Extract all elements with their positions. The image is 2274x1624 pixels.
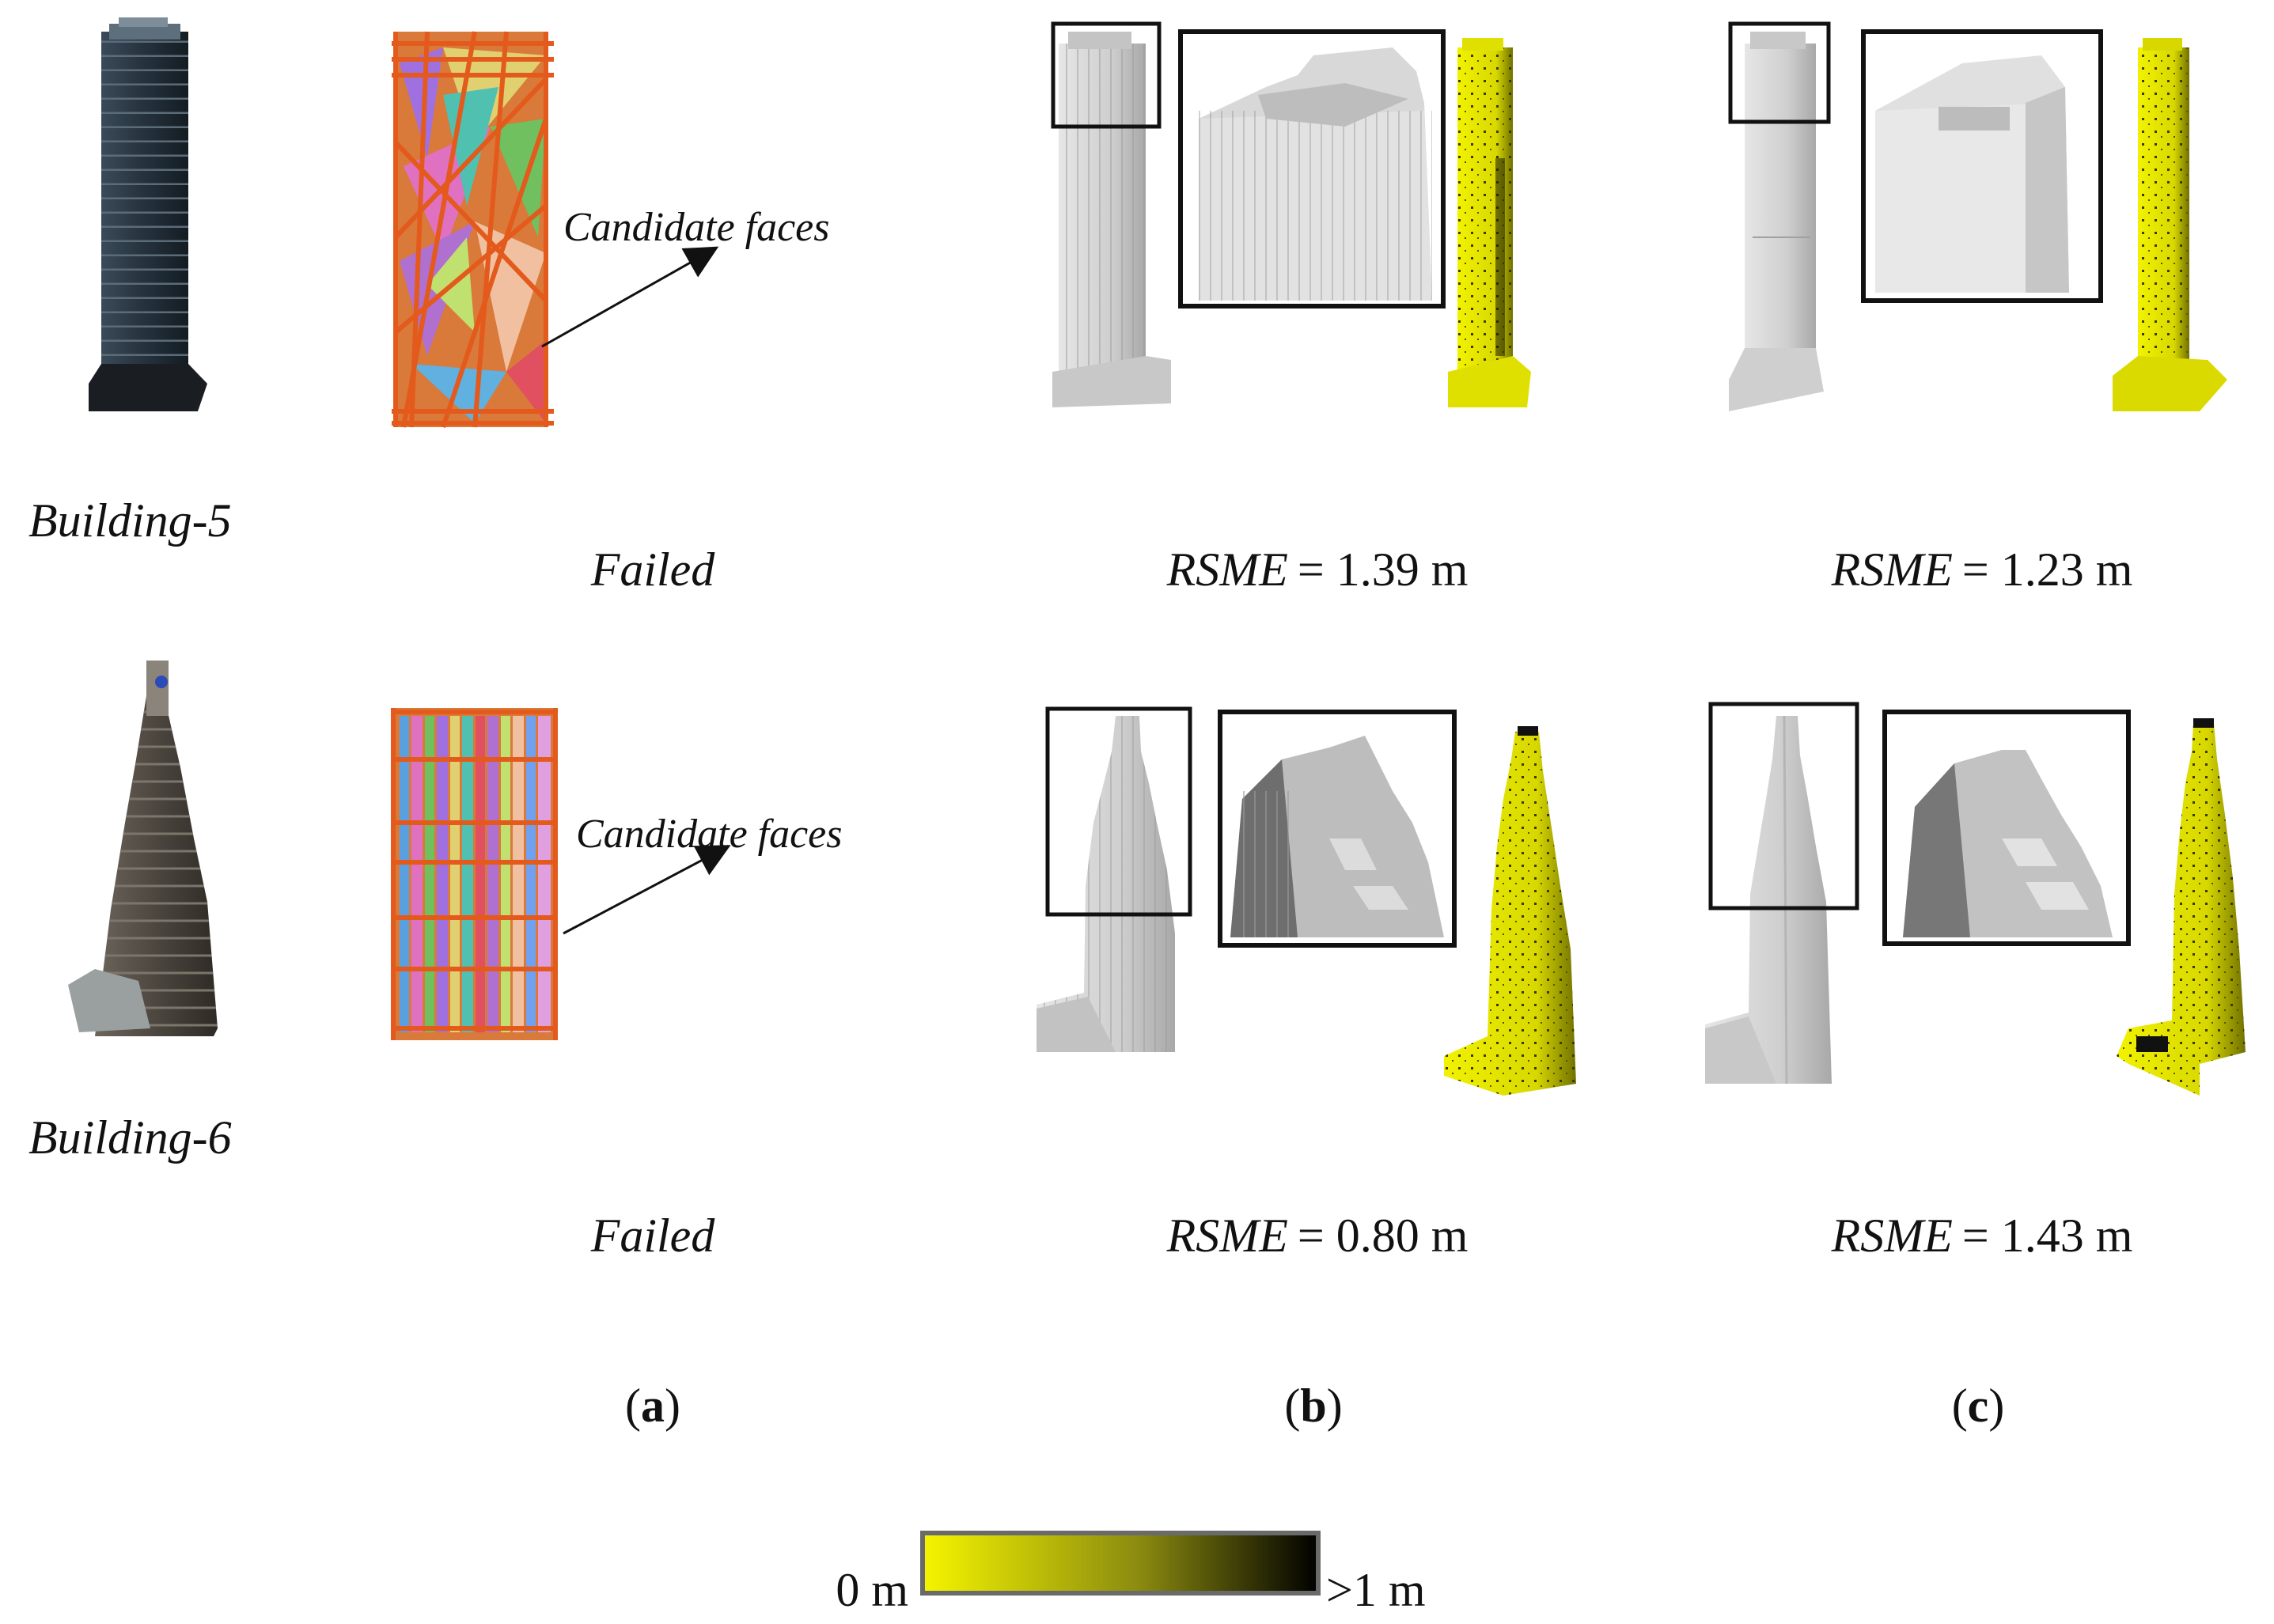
building-6-photo bbox=[68, 661, 218, 1036]
panel-label-c: (c) bbox=[1952, 1380, 2005, 1432]
candidate-faces-label-1: Candidate faces bbox=[563, 205, 830, 250]
building-5-label: Building-5 bbox=[28, 494, 232, 547]
row-2-c-rsme: RSME= 1.43 m bbox=[1831, 1209, 2133, 1262]
row-1-a-result: Failed bbox=[590, 543, 716, 596]
building-5-error-c bbox=[2113, 38, 2227, 411]
colorbar-max-label: >1 m bbox=[1326, 1564, 1426, 1616]
building-5-b-zoom-inset bbox=[1178, 29, 1446, 309]
building-6-b-zoom-inset bbox=[1218, 710, 1457, 948]
building-5-error-b bbox=[1448, 38, 1531, 407]
building-6-model-c bbox=[1705, 715, 1832, 1085]
building-6-candidate-faces bbox=[391, 708, 558, 1040]
building-6-b-zoom-box bbox=[1045, 706, 1192, 917]
candidate-faces-arrow-2 bbox=[563, 845, 731, 935]
building-5-b-zoom-box bbox=[1051, 21, 1162, 129]
building-6-error-b bbox=[1444, 726, 1576, 1096]
row-2-a-result: Failed bbox=[590, 1209, 716, 1262]
building-5-c-zoom-box bbox=[1728, 21, 1831, 124]
building-6-c-zoom-inset bbox=[1882, 710, 2131, 946]
building-5-photo bbox=[89, 17, 207, 411]
panel-label-b: (b) bbox=[1284, 1380, 1342, 1432]
row-2-b-rsme: RSME= 0.80 m bbox=[1166, 1209, 1469, 1262]
panel-label-a: (a) bbox=[625, 1380, 680, 1432]
row-1-b-rsme: RSME= 1.39 m bbox=[1166, 543, 1469, 596]
building-5-model-b bbox=[1052, 32, 1171, 407]
candidate-faces-label-2: Candidate faces bbox=[576, 812, 843, 857]
building-6-error-c bbox=[2117, 718, 2246, 1096]
building-5-c-zoom-inset bbox=[1861, 29, 2103, 303]
row-1-c-rsme: RSME= 1.23 m bbox=[1831, 543, 2133, 596]
candidate-faces-arrow-1 bbox=[541, 246, 719, 348]
building-6-model-b bbox=[1037, 716, 1175, 1052]
building-5-model-c bbox=[1729, 32, 1824, 411]
error-colorbar bbox=[920, 1531, 1321, 1596]
building-5-candidate-faces bbox=[392, 31, 554, 428]
building-6-c-zoom-box bbox=[1708, 702, 1859, 910]
building-6-label: Building-6 bbox=[28, 1111, 232, 1164]
colorbar-min-label: 0 m bbox=[836, 1564, 908, 1616]
